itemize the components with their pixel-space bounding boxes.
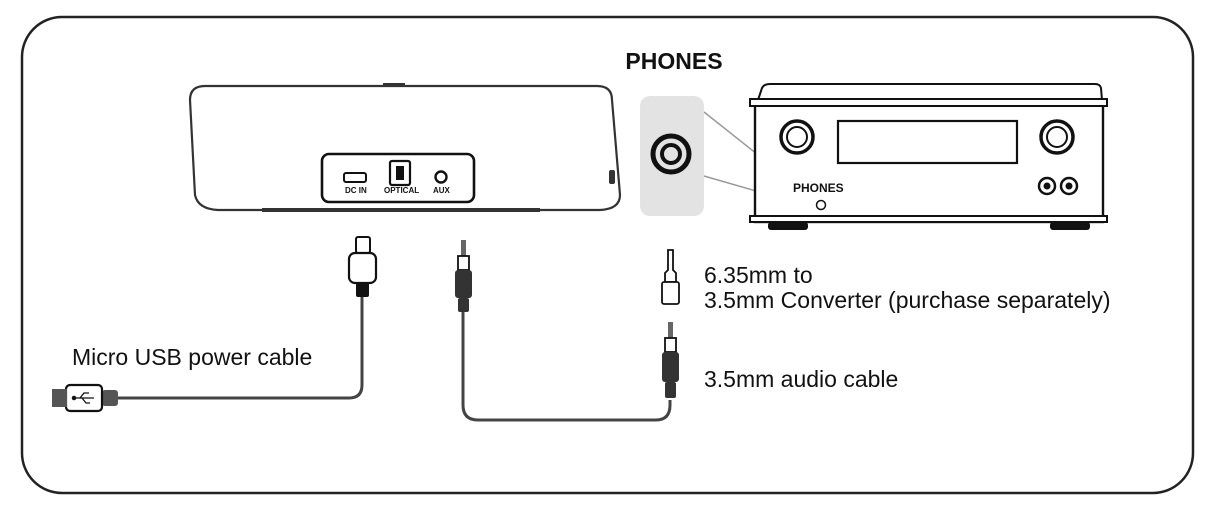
phones-jack-callout [640, 96, 816, 216]
aux-port [434, 170, 448, 184]
aux-label: AUX [433, 186, 450, 195]
dc-in-label: DC IN [345, 186, 367, 195]
phones-jack [815, 199, 827, 211]
optical-port [388, 159, 412, 187]
usb-icon [71, 392, 94, 404]
receiver-device [188, 83, 622, 212]
audio-cable [455, 240, 679, 422]
micro-usb-cable [52, 236, 378, 413]
usb-cable-label: Micro USB power cable [72, 344, 313, 370]
amplifier-display [836, 119, 1019, 165]
diagram-title: PHONES [625, 48, 723, 74]
dc-in-port [343, 172, 367, 183]
audio-cable-label: 3.5mm audio cable [704, 366, 899, 392]
amplifier [749, 83, 1108, 230]
converter-adapter [661, 249, 680, 305]
amplifier-phones-label: PHONES [793, 181, 844, 195]
converter-label-line2: 3.5mm Converter (purchase separately) [704, 287, 1111, 313]
converter-label-line1: 6.35mm to [704, 262, 813, 288]
optical-label: OPTICAL [384, 186, 420, 195]
